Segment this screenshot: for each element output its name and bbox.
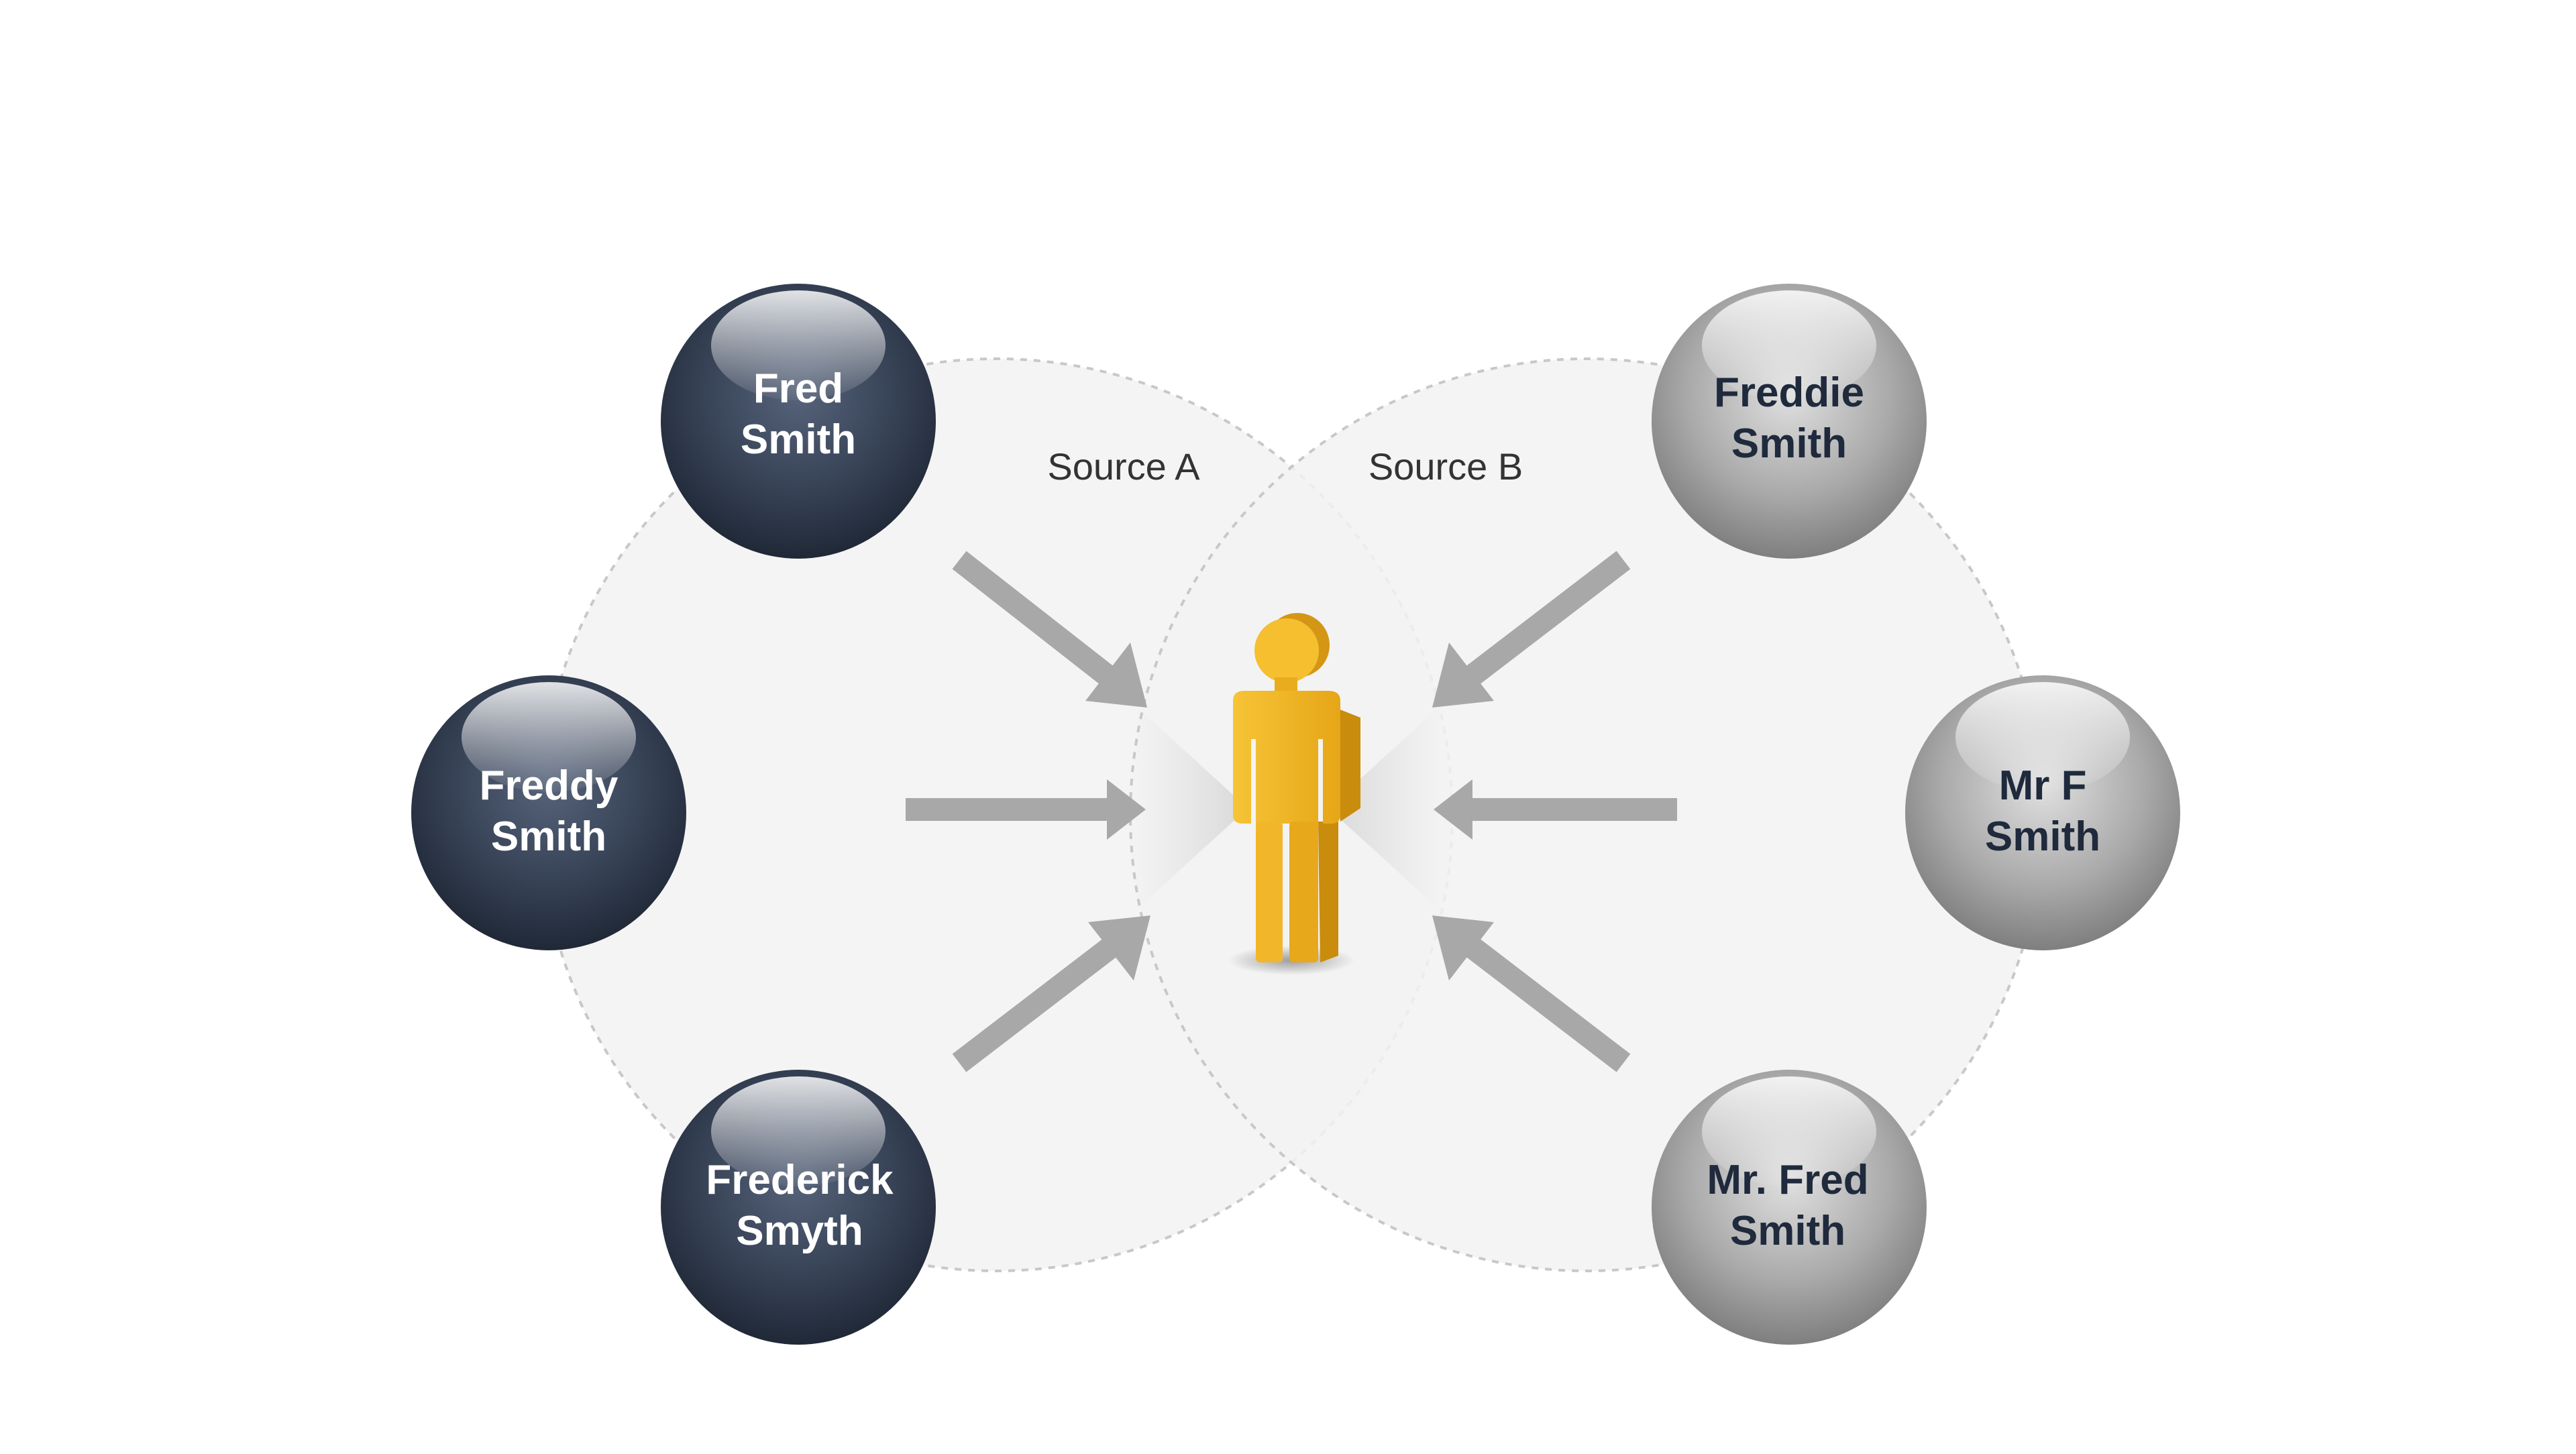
- node-mr-fred-smith-line1: Mr. Fred: [1707, 1157, 1868, 1203]
- node-mr-f-smith-line1: Mr F: [1999, 763, 2087, 809]
- node-freddie-smith-line2: Smith: [1731, 421, 1847, 467]
- arrow-from-mr-f-smith: [1434, 779, 1677, 840]
- arrow-from-mr-fred-smith: [1432, 915, 1631, 1072]
- node-frederick-smyth: Frederick Smyth: [661, 1070, 936, 1345]
- source-b-label: Source B: [1368, 445, 1523, 488]
- node-frederick-smyth-line2: Smyth: [736, 1208, 863, 1254]
- arrow-from-freddie-smith: [1432, 551, 1631, 708]
- left-light-cone: [1134, 704, 1248, 912]
- node-freddy-smith-line1: Freddy: [480, 763, 619, 809]
- arrow-from-fred-smith: [952, 551, 1147, 708]
- person-icon: [1228, 613, 1360, 975]
- node-mr-fred-smith-line2: Smith: [1730, 1208, 1845, 1254]
- node-fred-smith-line1: Fred: [753, 366, 843, 412]
- node-freddie-smith-line1: Freddie: [1714, 370, 1864, 416]
- node-fred-smith: Fred Smith: [661, 284, 936, 559]
- node-mr-fred-smith: Mr. Fred Smith: [1652, 1070, 1927, 1345]
- node-mr-f-smith: Mr F Smith: [1905, 675, 2180, 950]
- arrow-from-freddy-smith: [906, 779, 1146, 840]
- node-fred-smith-line2: Smith: [741, 416, 856, 463]
- node-mr-f-smith-line2: Smith: [1985, 814, 2100, 860]
- source-a-label: Source A: [1047, 445, 1200, 488]
- node-freddy-smith: Freddy Smith: [411, 675, 686, 950]
- node-frederick-smyth-line1: Frederick: [706, 1157, 894, 1203]
- right-light-cone: [1328, 704, 1442, 912]
- arrow-from-frederick-smyth: [952, 915, 1150, 1072]
- node-freddie-smith: Freddie Smith: [1652, 284, 1927, 559]
- node-freddy-smith-line2: Smith: [491, 814, 606, 860]
